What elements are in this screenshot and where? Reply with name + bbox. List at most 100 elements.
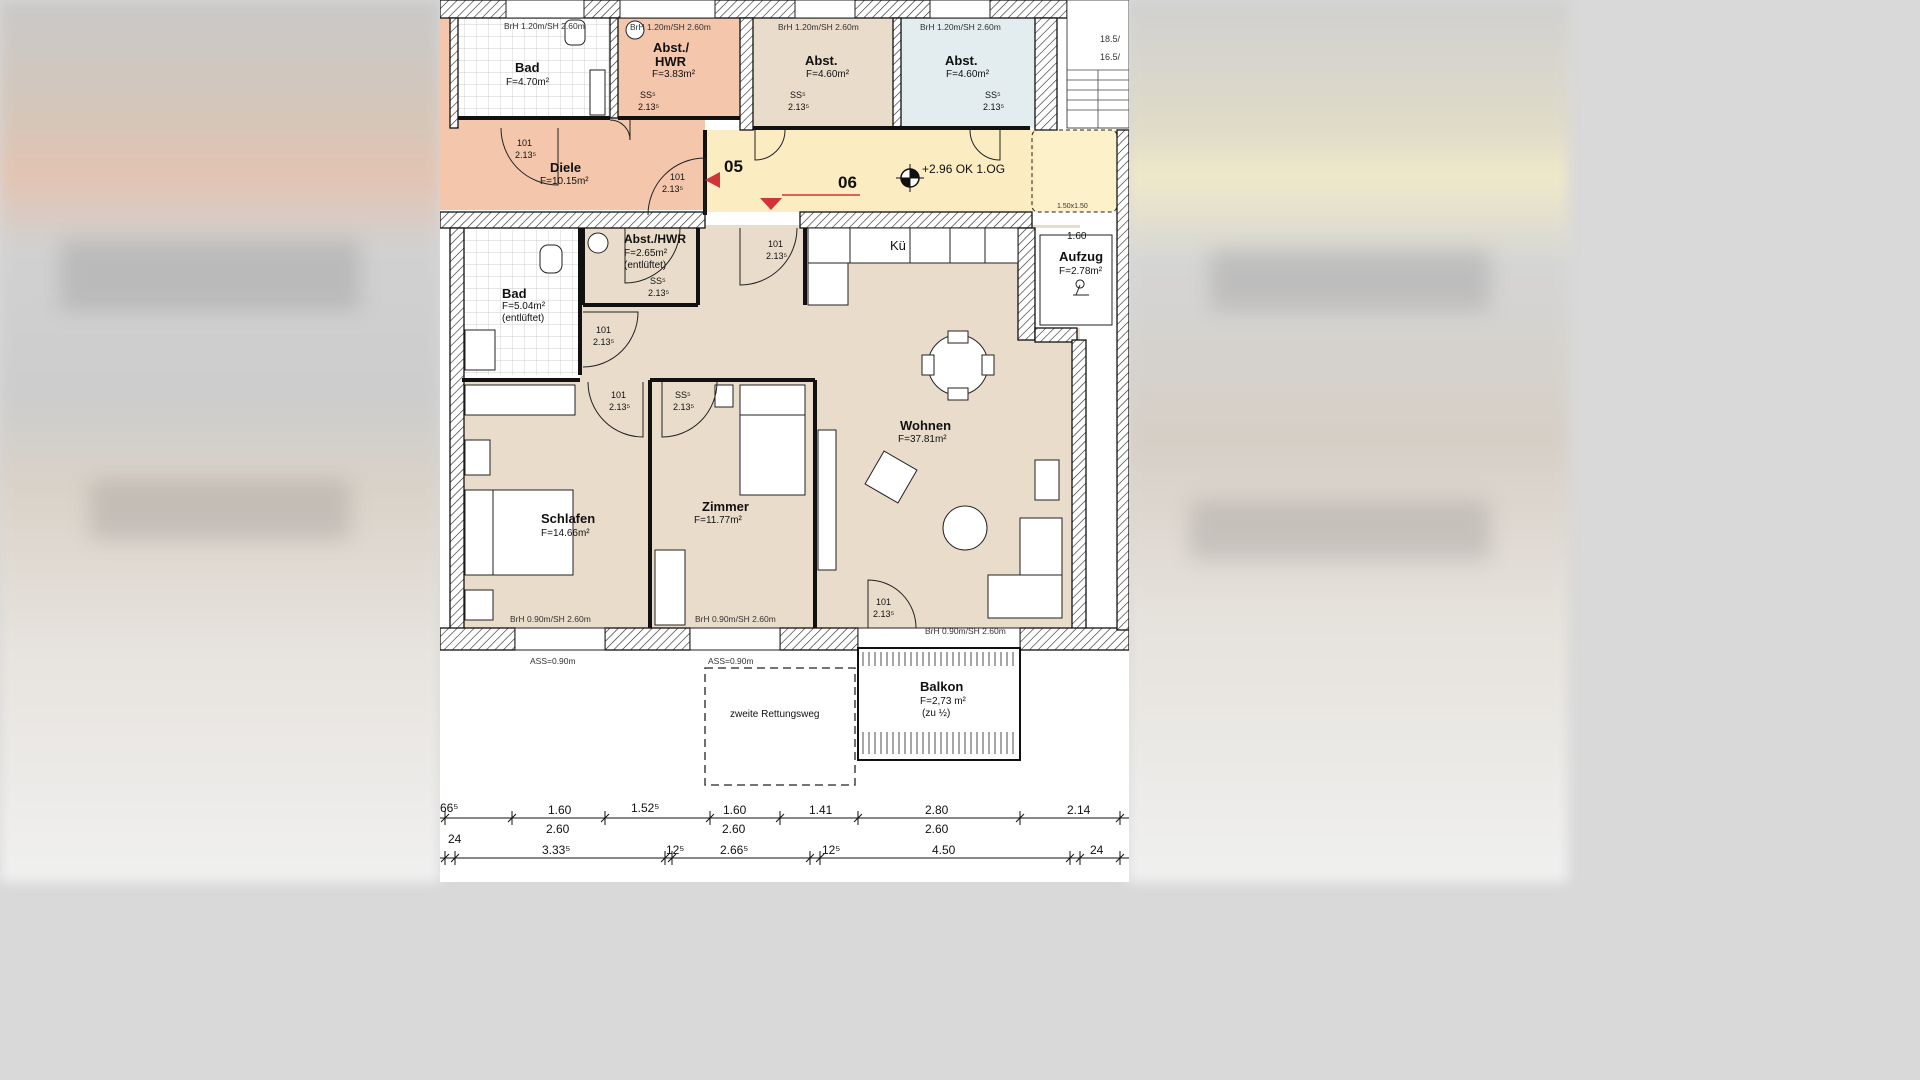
dimension-label: 4.50 xyxy=(932,843,956,857)
wall-south-1 xyxy=(440,627,516,651)
room-name-schlafen: Schlafen xyxy=(541,511,596,526)
dining-chair xyxy=(921,354,935,376)
wall-east xyxy=(1071,339,1087,631)
room-name-abst-2: Abst. xyxy=(945,53,978,68)
marker-05 xyxy=(705,172,720,188)
dimension-ticks xyxy=(440,811,1125,865)
door-height: 2.13⁵ xyxy=(662,184,684,194)
stair-label: 18.5/ xyxy=(1100,34,1121,44)
door-height: 2.13⁵ xyxy=(788,102,810,112)
room-name-kueche: Kü xyxy=(890,238,906,253)
zimmer-bed xyxy=(739,414,806,496)
door-height: 2.13⁵ xyxy=(593,337,615,347)
elevator xyxy=(1031,129,1118,326)
sofa xyxy=(987,574,1063,619)
wall-bad-right xyxy=(609,17,619,119)
room-note-bad: (entlüftet) xyxy=(502,313,545,324)
door-number: 101 xyxy=(517,138,533,148)
door-number: SS⁵ xyxy=(675,390,691,400)
lift-width-label: 1.60 xyxy=(1067,231,1087,242)
dimension-label: 24 xyxy=(448,832,462,846)
kitchen-counters xyxy=(807,227,1019,306)
window-label: BrH 1.20m/SH 2.60m xyxy=(778,22,859,32)
furniture xyxy=(464,330,1063,626)
dimension-label: 1.41 xyxy=(809,803,833,817)
room-note-abst-hwr: (entlüftet) xyxy=(624,260,667,271)
ass-label: ASS=0.90m xyxy=(708,656,754,666)
door-height: 2.13⁵ xyxy=(983,102,1005,112)
counter-top xyxy=(807,227,1019,264)
door-number: SS⁵ xyxy=(650,276,666,286)
room-name-bad: Bad xyxy=(502,286,527,301)
room-name-wohnen: Wohnen xyxy=(900,418,952,433)
door-swing xyxy=(582,311,639,368)
zimmer-desk xyxy=(654,549,686,626)
room-name-diele: Diele xyxy=(550,160,582,175)
lift-lobby-outline xyxy=(1031,129,1118,213)
dimension-label: 2.14 xyxy=(1067,803,1091,817)
room-area-bad-top: F=4.70m² xyxy=(506,77,550,88)
wall-south-3 xyxy=(779,627,859,651)
room-name-balkon: Balkon xyxy=(920,679,964,694)
wall-abst-right xyxy=(1034,17,1058,131)
counter-side xyxy=(807,262,849,306)
door-swing xyxy=(867,579,917,629)
stairs xyxy=(1066,0,1129,129)
dimension-label: 1.52⁵ xyxy=(631,801,660,815)
room-note-balkon: (zu ½) xyxy=(922,708,951,719)
door-number: SS⁵ xyxy=(985,90,1001,100)
door-number: 101 xyxy=(670,172,686,182)
door-number: 101 xyxy=(611,390,627,400)
room-fill-abst-2 xyxy=(900,18,1035,128)
lift-size-label: 1.50x1.50 xyxy=(1057,203,1088,210)
dimension-label: 66⁵ xyxy=(440,801,459,815)
wohnen-shelf xyxy=(817,429,837,571)
sink-top xyxy=(589,69,606,116)
window-label: BrH 0.90m/SH 2.60m xyxy=(510,614,591,624)
window-label: BrH 0.90m/SH 2.60m xyxy=(925,626,1006,636)
door-height: 2.13⁵ xyxy=(609,402,631,412)
blur-shape xyxy=(90,480,350,540)
zimmer-chair xyxy=(714,384,734,408)
room-area-wohnen: F=37.81m² xyxy=(898,434,947,445)
door-swing xyxy=(624,227,681,284)
door-number: 101 xyxy=(876,597,892,607)
wall-south-2 xyxy=(604,627,691,651)
window-bottom-2 xyxy=(689,627,781,651)
room-area-abst-hwr-top: F=3.83m² xyxy=(652,69,696,80)
dimension-label: 24 xyxy=(1090,843,1104,857)
door-swing xyxy=(969,129,1001,161)
dining-chair xyxy=(981,354,995,376)
door-number: SS⁵ xyxy=(790,90,806,100)
balcony xyxy=(857,647,1021,761)
window-label: BrH 1.20m/SH 2.60m xyxy=(630,22,711,32)
floor-plan-drawing xyxy=(440,0,1129,865)
room-name-abst-hwr-top: Abst./ xyxy=(653,40,690,55)
level-marker xyxy=(896,164,924,192)
window-top-4 xyxy=(929,0,991,19)
dimension-label: 2.60 xyxy=(925,822,949,836)
door-height: 2.13⁵ xyxy=(766,251,788,261)
room-area-abst-hwr: F=2.65m² xyxy=(624,248,668,259)
door-height: 2.13⁵ xyxy=(673,402,695,412)
toilet-top xyxy=(564,19,586,46)
wall-far-east xyxy=(1116,129,1129,631)
side-table xyxy=(1034,459,1060,501)
room-area-schlafen: F=14.66m² xyxy=(541,528,590,539)
nightstand xyxy=(464,439,491,476)
escape-route-outline xyxy=(704,667,856,786)
door-height: 2.13⁵ xyxy=(515,150,537,160)
bed xyxy=(492,489,574,576)
dimension-label: 1.60 xyxy=(548,803,572,817)
door-number: SS⁵ xyxy=(640,90,656,100)
window-label: BrH 1.20m/SH 2.60m xyxy=(920,22,1001,32)
room-name-abst-hwr: Abst./HWR xyxy=(624,232,686,246)
dimension-label: 2.60 xyxy=(722,822,746,836)
door-number: 101 xyxy=(596,325,612,335)
door-swing xyxy=(661,381,718,438)
dimension-label: 2.66⁵ xyxy=(720,843,749,857)
toilet xyxy=(539,244,563,274)
ass-label: ASS=0.90m xyxy=(530,656,576,666)
dimension-label: 12⁵ xyxy=(666,843,685,857)
walls xyxy=(440,0,1129,651)
